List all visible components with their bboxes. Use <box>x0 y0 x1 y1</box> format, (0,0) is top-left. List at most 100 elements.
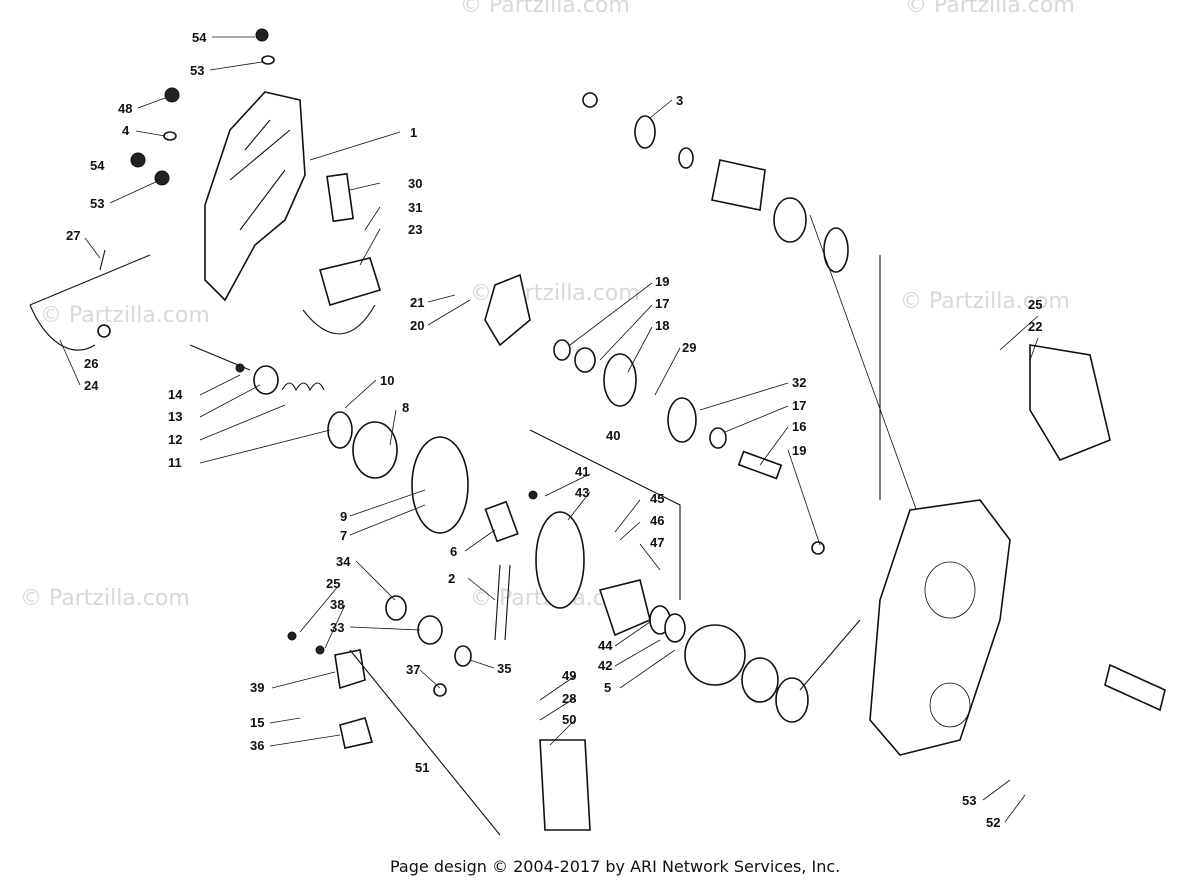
callout-label: 2 <box>448 571 455 586</box>
block-39 <box>334 649 366 690</box>
callout-label: 21 <box>410 295 424 310</box>
callout-label: 20 <box>410 318 424 333</box>
callout-label: 3 <box>676 93 683 108</box>
watermark: © Partzilla.com <box>900 289 1070 314</box>
chain-2 <box>494 564 511 641</box>
washer-53-left <box>154 170 170 186</box>
washer-53-top <box>261 55 275 65</box>
gear-18 <box>603 353 637 407</box>
spacer <box>678 147 694 169</box>
bushing-17b <box>709 427 727 449</box>
callout-label: 42 <box>598 658 612 673</box>
callout-label: 39 <box>250 680 264 695</box>
callout-label: 32 <box>792 375 806 390</box>
callout-leaders <box>59 36 1039 823</box>
callout-label: 17 <box>792 398 806 413</box>
watermark: © Partzilla.com <box>40 303 210 328</box>
callout-label: 30 <box>408 176 422 191</box>
callout-label: 24 <box>84 378 99 393</box>
callout-label: 52 <box>986 815 1000 830</box>
part-drawings <box>29 28 1166 836</box>
washer-5 <box>664 613 686 643</box>
bushing-34 <box>385 595 407 621</box>
chaincase-cover-detail <box>229 119 291 231</box>
watermark: © Partzilla.com <box>905 0 1075 18</box>
right-chaincase <box>869 499 1011 756</box>
callout-label: 14 <box>168 387 183 402</box>
fitting-48 <box>164 87 180 103</box>
spacer-35 <box>454 645 472 667</box>
callout-label: 13 <box>168 409 182 424</box>
cover-cable <box>302 304 376 335</box>
callout-label: 16 <box>792 419 806 434</box>
spring-11 <box>281 382 325 392</box>
callout-label: 22 <box>1028 319 1042 334</box>
callout-label: 5 <box>604 680 611 695</box>
callout-label: 49 <box>562 668 576 683</box>
callout-label: 15 <box>250 715 264 730</box>
callout-label: 7 <box>340 528 347 543</box>
callout-label: 36 <box>250 738 264 753</box>
callout-label: 35 <box>497 661 511 676</box>
callout-label: 26 <box>84 356 98 371</box>
callout-label: 4 <box>122 123 130 138</box>
leader <box>809 214 921 521</box>
cap-12 <box>253 365 279 395</box>
flange <box>684 624 746 686</box>
callout-label: 53 <box>190 63 204 78</box>
callout-label: 38 <box>330 597 344 612</box>
sprocket-3 <box>634 115 656 149</box>
callout-label: 19 <box>655 274 669 289</box>
callout-label: 37 <box>406 662 420 677</box>
block-36 <box>339 717 374 749</box>
seal-ring <box>823 227 849 273</box>
plate-30 <box>326 172 355 223</box>
callout-labels: 54 53 48 4 1 54 53 30 31 23 27 24 26 14 … <box>66 30 1042 830</box>
callout-label: 8 <box>402 400 409 415</box>
callout-label: 31 <box>408 200 422 215</box>
callout-label: 44 <box>598 638 613 653</box>
callout-label: 50 <box>562 712 576 727</box>
chaincase-cover <box>204 91 306 302</box>
callout-label: 12 <box>168 432 182 447</box>
washer-25 <box>287 631 297 641</box>
bearing-flange <box>711 159 766 211</box>
nut-54-left <box>130 152 146 168</box>
bushing-mid <box>741 657 779 703</box>
fitting-37 <box>433 683 447 697</box>
callout-label: 25 <box>1028 297 1042 312</box>
bushing <box>773 197 807 243</box>
leader-51 <box>349 649 501 836</box>
washer-13 <box>235 363 245 373</box>
callout-label: 17 <box>655 296 669 311</box>
right-leaders <box>799 255 881 691</box>
bushing-33 <box>417 615 443 645</box>
gear-32 <box>667 397 697 443</box>
callout-label: 1 <box>410 125 417 140</box>
ring-10 <box>327 411 353 449</box>
lever-24 <box>29 254 151 351</box>
callout-label: 11 <box>168 455 182 470</box>
bushing-17 <box>574 347 596 373</box>
callout-label: 10 <box>380 373 394 388</box>
right-shaft <box>1104 663 1166 712</box>
callout-label: 25 <box>326 576 340 591</box>
washer-26 <box>97 324 111 338</box>
callout-label: 51 <box>415 760 429 775</box>
callout-label: 40 <box>606 428 620 443</box>
pin-27 <box>99 249 106 271</box>
callout-label: 33 <box>330 620 344 635</box>
group-40-bracket <box>529 429 681 600</box>
bearing-8 <box>352 421 398 479</box>
callout-label: 19 <box>792 443 806 458</box>
right-chaincase-bore <box>924 561 976 619</box>
callout-label: 54 <box>90 158 105 173</box>
sprocket-43 <box>535 511 585 609</box>
nut-54-top <box>255 28 269 42</box>
gear-6 <box>484 500 519 543</box>
washer-4 <box>163 131 177 141</box>
washer-19 <box>553 339 571 361</box>
callout-label: 47 <box>650 535 664 550</box>
callout-label: 46 <box>650 513 664 528</box>
